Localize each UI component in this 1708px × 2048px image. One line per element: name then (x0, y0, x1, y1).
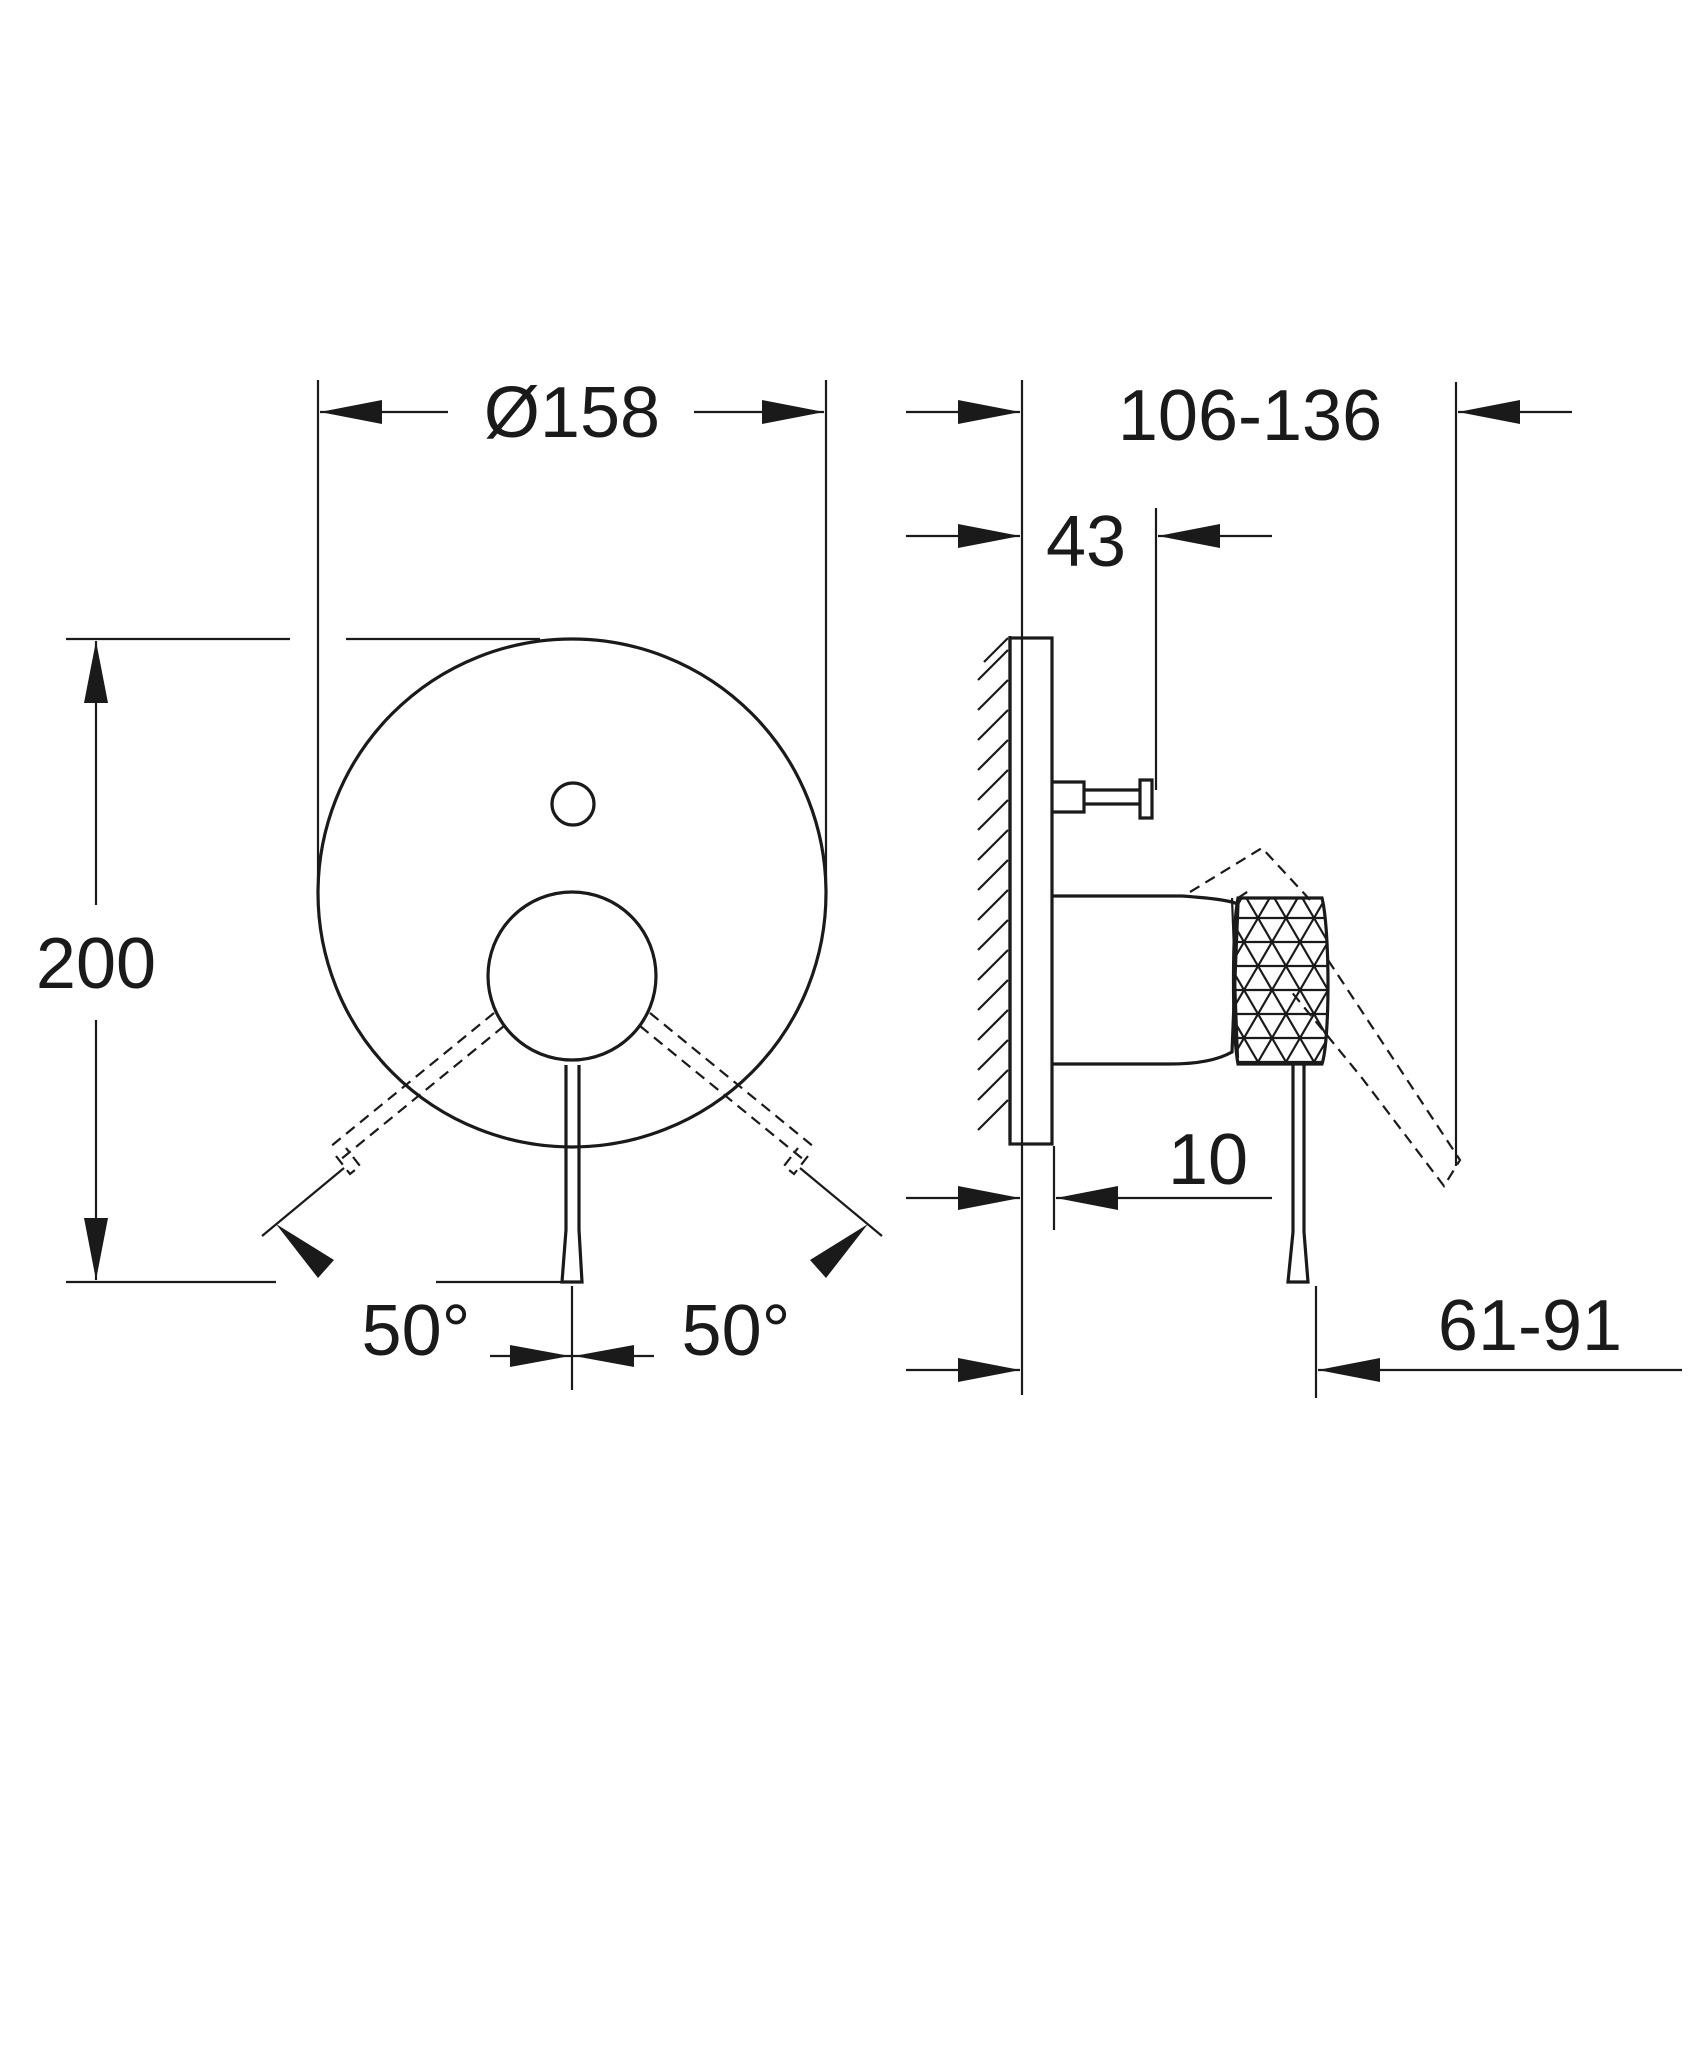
plate-thickness-label: 10 (1168, 1120, 1248, 1200)
side-handle-knurl (1231, 896, 1330, 1066)
front-view: Ø158 200 50° 50° (36, 373, 883, 1390)
side-lever (1286, 1064, 1310, 1284)
diverter-depth-dimension: 43 (906, 502, 1272, 790)
side-cartridge (1052, 894, 1240, 1066)
lever-range-label: 61-91 (1438, 1286, 1622, 1366)
angle-dimension: 50° 50° (261, 1167, 883, 1390)
side-view: 106-136 43 10 61-91 (906, 376, 1682, 1398)
angle-left-label: 50° (362, 1291, 471, 1371)
side-lever-rotated (1189, 846, 1462, 1188)
diameter-dimension: Ø158 (316, 373, 828, 880)
height-dimension: 200 (36, 637, 562, 1284)
angle-right-label: 50° (682, 1291, 791, 1371)
diverter-depth-label: 43 (1046, 502, 1126, 582)
height-label: 200 (36, 924, 156, 1004)
diverter-button (550, 781, 596, 827)
handle-hub (486, 890, 658, 1062)
side-diverter (1052, 778, 1154, 820)
handle-lever (560, 1065, 584, 1284)
depth-range-dimension: 106-136 (906, 376, 1572, 1395)
diameter-label: Ø158 (484, 373, 660, 453)
knurl-pattern (1233, 898, 1328, 1064)
depth-range-label: 106-136 (1118, 376, 1382, 456)
plate-thickness-dimension: 10 (906, 1120, 1272, 1230)
side-plate (1008, 636, 1054, 1146)
lever-range-dimension: 61-91 (906, 1286, 1682, 1398)
wall-hatch (977, 637, 1009, 1131)
escutcheon-plate (316, 637, 828, 1149)
